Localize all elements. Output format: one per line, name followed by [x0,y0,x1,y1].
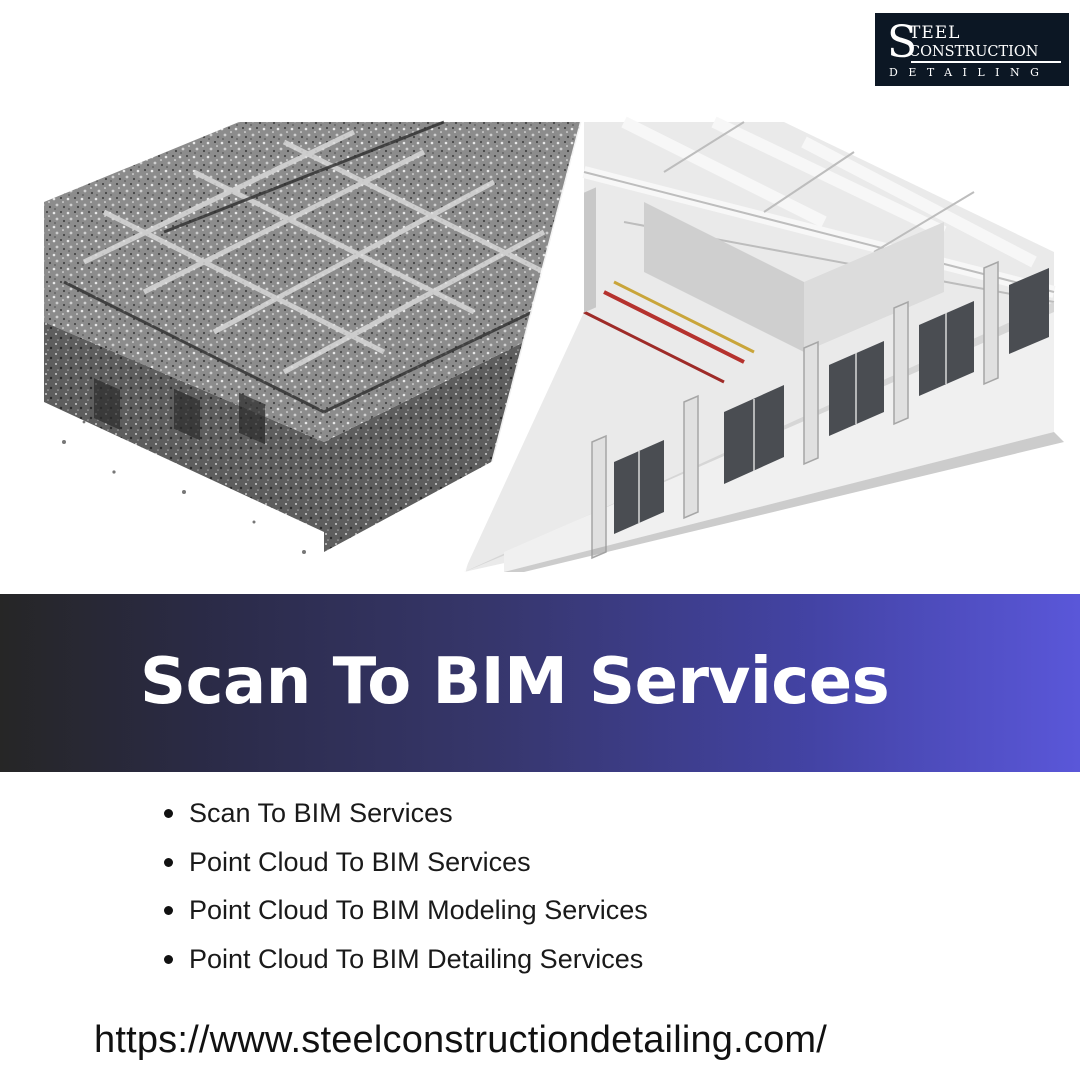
logo-divider [911,61,1061,63]
logo-line-detailing: DETAILING [889,66,1050,79]
service-item: Point Cloud To BIM Detailing Services [160,938,648,987]
logo-beam-icon [2,2,16,38]
service-item: Scan To BIM Services [160,792,648,841]
website-url[interactable]: https://www.steelconstructiondetailing.c… [94,1019,828,1061]
logo-line-steel: TEEL [909,23,961,43]
services-list: Scan To BIM Services Point Cloud To BIM … [160,792,648,986]
scan-to-bim-building-illustration [44,112,1064,572]
logo-initial: S [887,17,918,68]
service-item: Point Cloud To BIM Services [160,841,648,890]
service-item: Point Cloud To BIM Modeling Services [160,889,648,938]
logo-line-construction: CONSTRUCTION [909,44,1039,60]
company-logo: S TEEL CONSTRUCTION DETAILING [875,13,1069,86]
banner-title: Scan To BIM Services [140,645,890,719]
title-banner: Scan To BIM Services [0,594,1080,772]
